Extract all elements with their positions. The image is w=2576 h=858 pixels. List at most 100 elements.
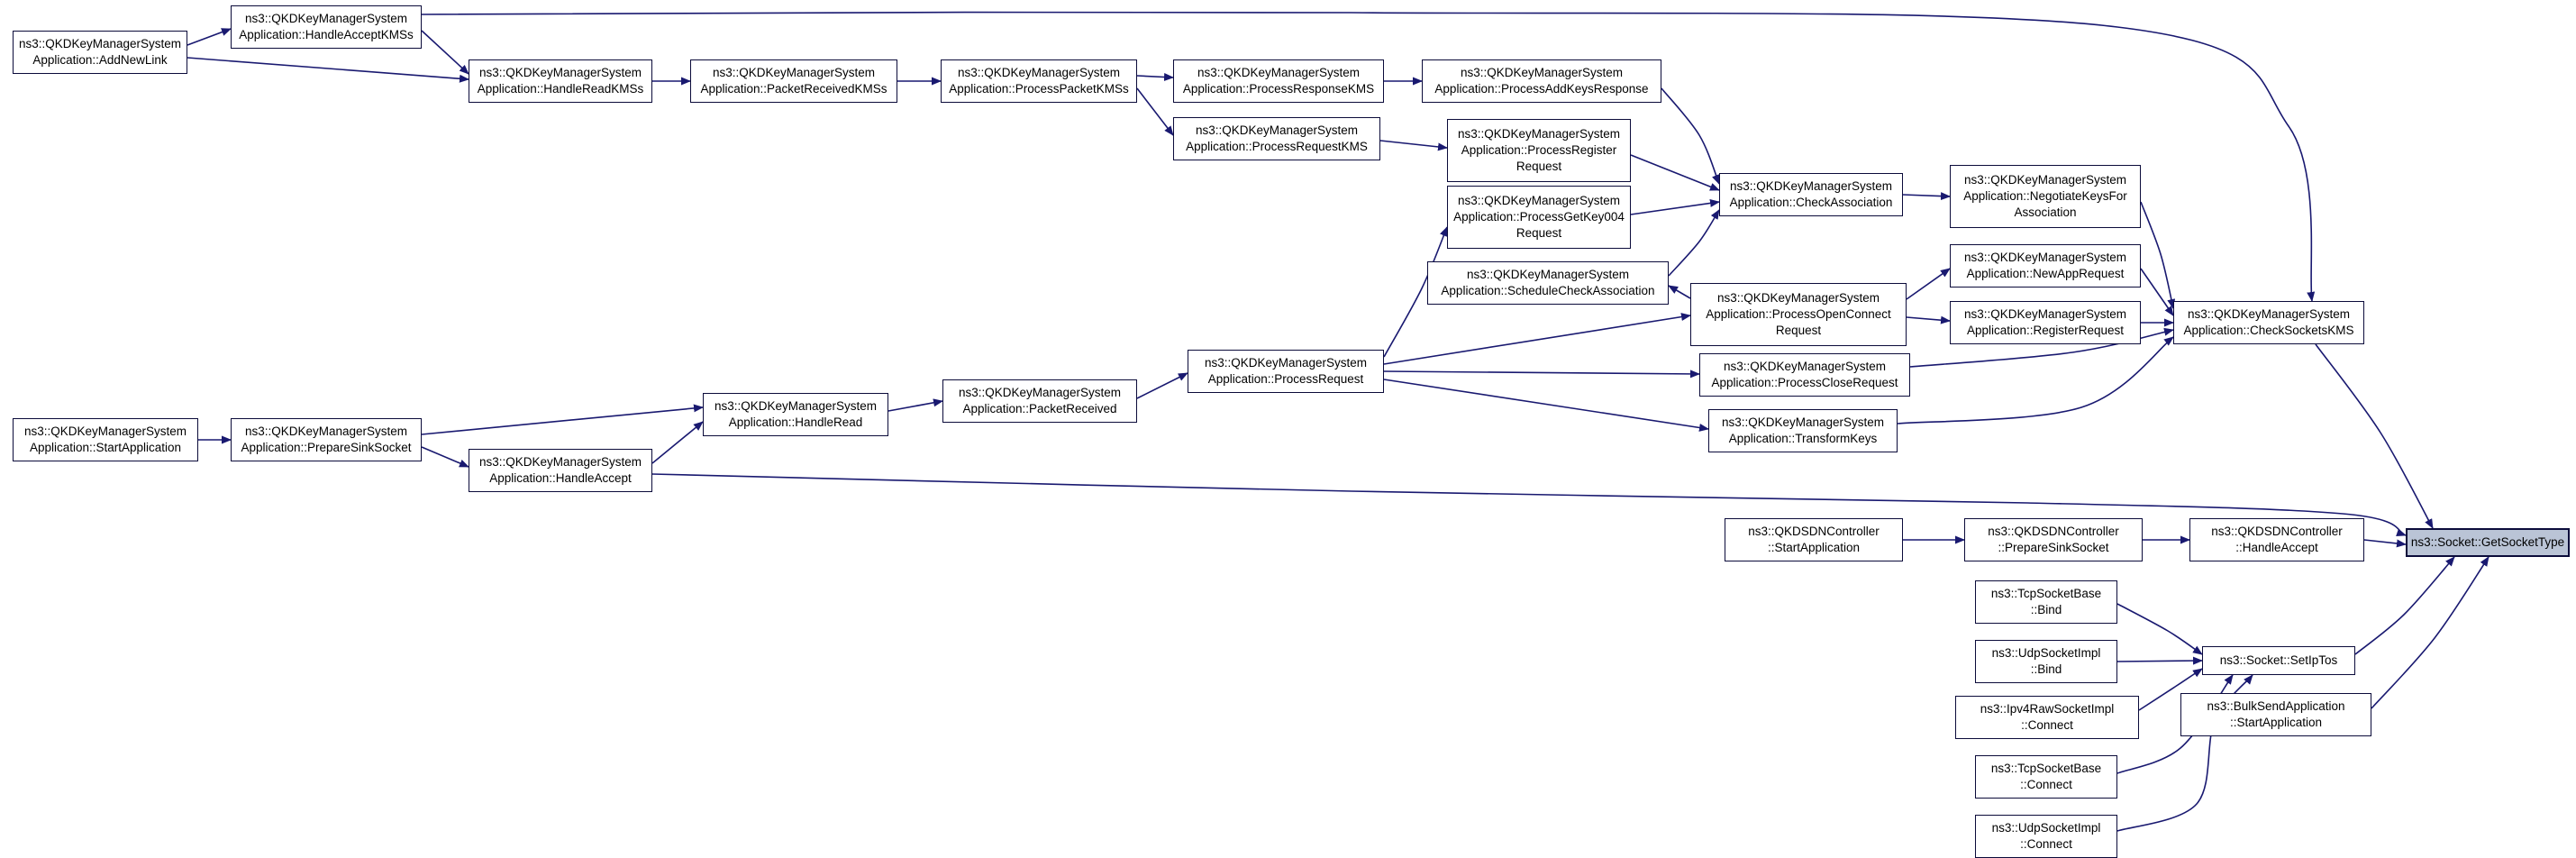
edge-kmshandleaccept-getsockettype — [651, 473, 2407, 536]
node-tcpconnect[interactable]: ns3::TcpSocketBase ::Connect — [1975, 755, 2117, 799]
edge-kmspreparesinksocket-handleread — [421, 404, 704, 435]
node-processpacketkmss[interactable]: ns3::QKDKeyManagerSystem Application::Pr… — [941, 59, 1137, 103]
node-label: ns3::QKDKeyManagerSystem Application::Pr… — [1706, 291, 1891, 337]
node-packetreceivedkmss[interactable]: ns3::QKDKeyManagerSystem Application::Pa… — [690, 59, 897, 103]
node-label: ns3::QKDKeyManagerSystem Application::Pa… — [700, 66, 887, 96]
edge-processpacketkmss-processresponsekms — [1136, 73, 1174, 81]
edge-handleacceptkmss-handlereadkmss — [421, 30, 469, 75]
node-processregisterrequest[interactable]: ns3::QKDKeyManagerSystem Application::Pr… — [1447, 119, 1631, 182]
node-negotiatekeysforassociation[interactable]: ns3::QKDKeyManagerSystem Application::Ne… — [1950, 165, 2141, 228]
node-label: ns3::QKDKeyManagerSystem Application::Pr… — [1453, 194, 1625, 240]
node-label: ns3::QKDKeyManagerSystem Application::Ch… — [1729, 179, 1893, 209]
node-label: ns3::TcpSocketBase ::Bind — [1990, 587, 2102, 616]
edge-transformkeys-checksocketskms — [1897, 336, 2174, 424]
node-label: ns3::QKDKeyManagerSystem Application::Pr… — [1434, 66, 1649, 96]
node-addnewlink[interactable]: ns3::QKDKeyManagerSystem Application::Ad… — [13, 31, 187, 74]
edge-udpbind-setiptos — [2116, 656, 2203, 665]
edge-tcpbind-setiptos — [2116, 603, 2203, 655]
edge-processgetkey004request-checkassociation — [1630, 198, 1720, 215]
node-udpbind[interactable]: ns3::UdpSocketImpl ::Bind — [1975, 640, 2117, 683]
node-processgetkey004request[interactable]: ns3::QKDKeyManagerSystem Application::Pr… — [1447, 186, 1631, 249]
node-label: ns3::QKDKeyManagerSystem Application::Ha… — [714, 399, 878, 429]
node-getsockettype[interactable]: ns3::Socket::GetSocketType — [2406, 528, 2570, 557]
node-bulksendstart[interactable]: ns3::BulkSendApplication ::StartApplicat… — [2180, 693, 2371, 736]
node-registerrequest[interactable]: ns3::QKDKeyManagerSystem Application::Re… — [1950, 301, 2141, 344]
edge-tcpconnect-setiptos — [2116, 674, 2234, 774]
node-label: ns3::QKDKeyManagerSystem Application::Pr… — [949, 66, 1129, 96]
node-label: ns3::QKDKeyManagerSystem Application::Pr… — [1457, 127, 1621, 173]
node-label: ns3::QKDKeyManagerSystem Application::Ch… — [2183, 307, 2354, 337]
node-processrequest[interactable]: ns3::QKDKeyManagerSystem Application::Pr… — [1188, 350, 1384, 393]
node-label: ns3::QKDKeyManagerSystem Application::Pr… — [1204, 356, 1368, 386]
edge-processrequest-transformkeys — [1383, 379, 1709, 432]
node-label: ns3::QKDKeyManagerSystem Application::Ha… — [478, 455, 642, 485]
node-handleacceptkmss[interactable]: ns3::QKDKeyManagerSystem Application::Ha… — [231, 5, 422, 49]
node-sdnstartapplication[interactable]: ns3::QKDSDNController ::StartApplication — [1725, 518, 1903, 561]
node-transformkeys[interactable]: ns3::QKDKeyManagerSystem Application::Tr… — [1708, 409, 1898, 452]
node-label: ns3::QKDSDNController ::PrepareSinkSocke… — [1988, 525, 2119, 554]
edge-processregisterrequest-checkassociation — [1630, 154, 1720, 191]
node-label: ns3::Socket::SetIpTos — [2219, 653, 2338, 667]
edge-processcloserequest-checksocketskms — [1909, 327, 2174, 368]
node-sdnpreparesinksocket[interactable]: ns3::QKDSDNController ::PrepareSinkSocke… — [1964, 518, 2143, 561]
node-processcloserequest[interactable]: ns3::QKDKeyManagerSystem Application::Pr… — [1699, 353, 1910, 397]
node-handlereadkmss[interactable]: ns3::QKDKeyManagerSystem Application::Ha… — [469, 59, 652, 103]
edge-checkassociation-negotiatekeysforassociation — [1902, 192, 1951, 201]
node-label: ns3::QKDKeyManagerSystem Application::Ha… — [239, 12, 414, 41]
edge-processaddkeysresponse-checkassociation — [1661, 87, 1720, 185]
node-label: ns3::Socket::GetSocketType — [2410, 535, 2565, 549]
node-label: ns3::TcpSocketBase ::Connect — [1990, 762, 2102, 791]
edge-sdnhandleaccept-getsockettype — [2363, 539, 2407, 548]
edge-packetreceived-processrequest — [1136, 372, 1188, 399]
edge-processrequest-processopenconnectrequest — [1383, 313, 1691, 365]
edge-addnewlink-handlereadkmss — [187, 57, 469, 83]
node-label: ns3::QKDKeyManagerSystem Application::Re… — [1963, 307, 2127, 337]
node-label: ns3::QKDKeyManagerSystem Application::Ne… — [1963, 173, 2127, 219]
node-ipv4rawconnect[interactable]: ns3::Ipv4RawSocketImpl ::Connect — [1955, 696, 2139, 739]
node-tcpbind[interactable]: ns3::TcpSocketBase ::Bind — [1975, 580, 2117, 624]
node-label: ns3::QKDKeyManagerSystem Application::Tr… — [1721, 415, 1885, 445]
node-label: ns3::QKDKeyManagerSystem Application::Ne… — [1963, 251, 2127, 280]
edge-setiptos-getsockettype — [2354, 556, 2455, 655]
node-kmspreparesinksocket[interactable]: ns3::QKDKeyManagerSystem Application::Pr… — [231, 418, 422, 461]
node-packetreceived[interactable]: ns3::QKDKeyManagerSystem Application::Pa… — [942, 379, 1137, 423]
node-label: ns3::QKDSDNController ::StartApplication — [1748, 525, 1880, 554]
node-processrequestkms[interactable]: ns3::QKDKeyManagerSystem Application::Pr… — [1173, 117, 1380, 160]
edge-handleread-packetreceived — [887, 398, 943, 412]
node-label: ns3::QKDSDNController ::HandleAccept — [2211, 525, 2343, 554]
node-sdnhandleaccept[interactable]: ns3::QKDSDNController ::HandleAccept — [2189, 518, 2364, 561]
node-label: ns3::QKDKeyManagerSystem Application::St… — [23, 424, 187, 454]
node-label: ns3::UdpSocketImpl ::Bind — [1991, 646, 2101, 676]
node-processresponsekms[interactable]: ns3::QKDKeyManagerSystem Application::Pr… — [1173, 59, 1384, 103]
node-checksocketskms[interactable]: ns3::QKDKeyManagerSystem Application::Ch… — [2173, 301, 2364, 344]
node-kmshandleaccept[interactable]: ns3::QKDKeyManagerSystem Application::Ha… — [469, 449, 652, 492]
node-setiptos[interactable]: ns3::Socket::SetIpTos — [2202, 646, 2355, 675]
node-label: ns3::QKDKeyManagerSystem Application::Pr… — [241, 424, 412, 454]
node-processopenconnectrequest[interactable]: ns3::QKDKeyManagerSystem Application::Pr… — [1690, 283, 1907, 346]
edge-processrequest-processgetkey004request — [1383, 226, 1448, 358]
node-processaddkeysresponse[interactable]: ns3::QKDKeyManagerSystem Application::Pr… — [1422, 59, 1661, 103]
node-label: ns3::Ipv4RawSocketImpl ::Connect — [1980, 702, 2115, 732]
edge-handleacceptkmss-checksocketskms — [421, 11, 2316, 302]
node-label: ns3::QKDKeyManagerSystem Application::Pa… — [958, 386, 1122, 415]
node-handleread[interactable]: ns3::QKDKeyManagerSystem Application::Ha… — [703, 393, 888, 436]
node-udpconnect[interactable]: ns3::UdpSocketImpl ::Connect — [1975, 815, 2117, 858]
node-checkassociation[interactable]: ns3::QKDKeyManagerSystem Application::Ch… — [1719, 173, 1903, 216]
edge-kmshandleaccept-handleread — [651, 421, 704, 464]
node-label: ns3::QKDKeyManagerSystem Application::Pr… — [1182, 66, 1375, 96]
edge-processopenconnectrequest-registerrequest — [1906, 315, 1951, 324]
node-newapprequest[interactable]: ns3::QKDKeyManagerSystem Application::Ne… — [1950, 244, 2141, 288]
node-label: ns3::QKDKeyManagerSystem Application::Ha… — [477, 66, 644, 96]
edge-processrequest-processcloserequest — [1383, 370, 1700, 379]
node-kmsstartapplication[interactable]: ns3::QKDKeyManagerSystem Application::St… — [13, 418, 198, 461]
edge-ipv4rawconnect-setiptos — [2138, 668, 2203, 711]
edge-processpacketkmss-processrequestkms — [1136, 87, 1174, 136]
node-label: ns3::QKDKeyManagerSystem Application::Pr… — [1186, 123, 1368, 153]
edge-checksocketskms-getsockettype — [2315, 343, 2434, 529]
edge-schedulecheckassociation-checkassociation — [1668, 209, 1720, 277]
node-label: ns3::UdpSocketImpl ::Connect — [1991, 821, 2101, 851]
node-schedulecheckassociation[interactable]: ns3::QKDKeyManagerSystem Application::Sc… — [1427, 261, 1669, 305]
node-label: ns3::QKDKeyManagerSystem Application::Ad… — [18, 37, 182, 67]
